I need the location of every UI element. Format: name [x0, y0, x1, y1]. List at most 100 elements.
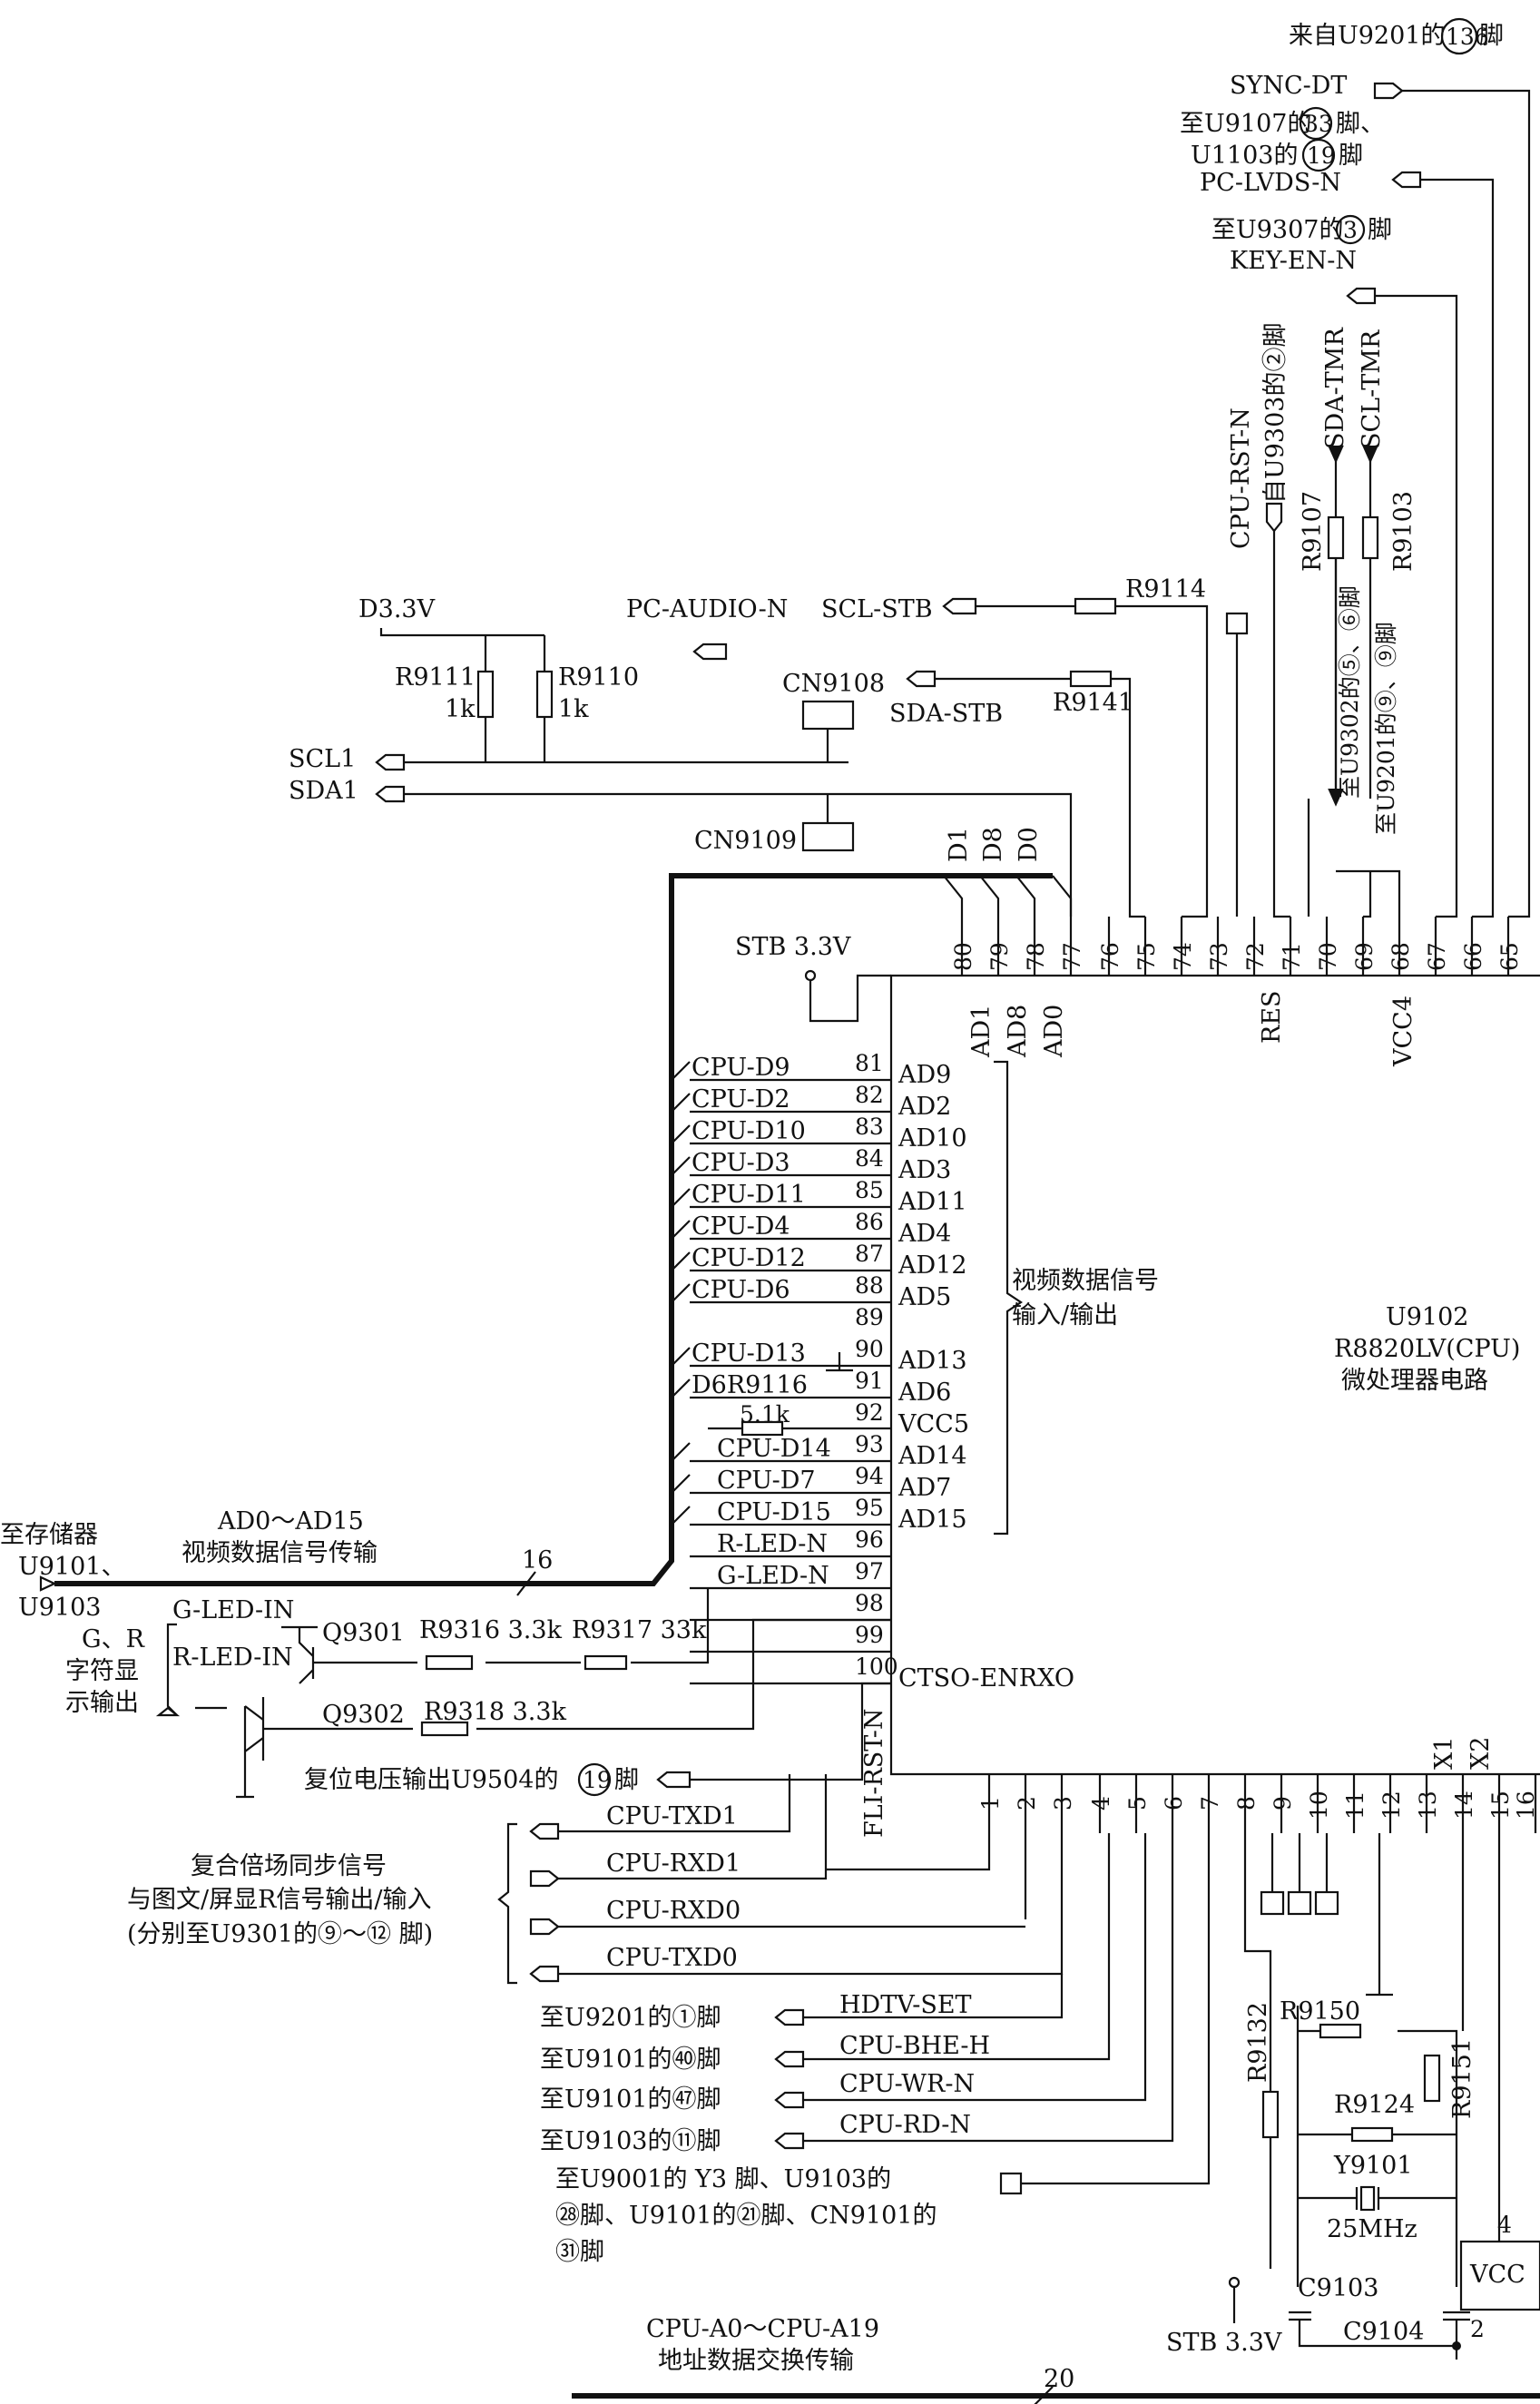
r9151-label: R9151: [1448, 2038, 1476, 2119]
rxd0-label: CPU-RXD0: [606, 1897, 741, 1925]
r9150-label: R9150: [1280, 1997, 1360, 2026]
pc-audio-connector: [692, 643, 728, 661]
left-pin-net: CPU-D12: [692, 1244, 806, 1272]
q9302-label: Q9302: [322, 1701, 405, 1729]
g-led-in-label: G-LED-IN: [172, 1596, 294, 1624]
reset-out-pin: 19: [583, 1767, 612, 1793]
sda1-connector: [375, 785, 406, 803]
to-u9101-57-label: 至U9101的㊼脚: [540, 2085, 721, 2114]
pin-80: 80: [950, 942, 976, 971]
vcc-label: VCC: [1469, 2261, 1525, 2289]
video-data-brace: [994, 1060, 1023, 1536]
serial-brace: [497, 1822, 517, 1985]
gr-arrow: [155, 1706, 181, 1717]
y9101-wires: [1298, 2187, 1457, 2210]
r9316-resistor: [425, 1654, 474, 1671]
bus-label-1: AD0～AD15: [217, 1507, 364, 1536]
key-en-connector: [1346, 287, 1377, 305]
pin-74: 74: [1170, 942, 1196, 971]
scl-stb-label: SCL-STB: [821, 595, 933, 623]
schematic-element: [671, 1124, 691, 1144]
q9301-label: Q9301: [322, 1619, 405, 1647]
bus-label-2: 视频数据信号传输: [181, 1539, 378, 1567]
stb33-bottom-label: STB 3.3V: [1166, 2329, 1282, 2357]
caps: [1289, 2311, 1470, 2360]
r9316-label: R9316 3.3k: [419, 1616, 563, 1644]
r9151-resistor: [1423, 2054, 1441, 2103]
stb33-label: STB 3.3V: [735, 933, 851, 961]
cn9109-block: [801, 821, 855, 852]
schematic-element: [671, 1156, 691, 1176]
scl-stb-connector: [942, 597, 977, 615]
left-pin-name: VCC5: [898, 1410, 969, 1438]
r9317-resistor: [584, 1654, 628, 1671]
pin-name-ad0: AD0: [1040, 1005, 1068, 1058]
test-point-8-wire: [1021, 1833, 1211, 2185]
txd1-label: CPU-TXD1: [606, 1802, 738, 1830]
hdtv-label: HDTV-SET: [839, 1991, 972, 2019]
c9103-label: C9103: [1298, 2274, 1378, 2302]
chip-part: R8820LV(CPU): [1334, 1335, 1520, 1363]
txd1-wire: [558, 1774, 991, 1871]
vcc-pin-2: 2: [1470, 2316, 1485, 2342]
left-pin-name: AD10: [898, 1124, 967, 1153]
r9110-resistor: [535, 670, 554, 719]
sda1-wire: [404, 792, 1073, 917]
schematic-element: [671, 1347, 691, 1367]
to-u9101-40-label: 至U9101的㊵脚: [540, 2046, 721, 2074]
pc-audio-label: PC-AUDIO-N: [626, 595, 788, 623]
schematic-element: [671, 1093, 691, 1113]
from-u9201-suffix: 脚: [1479, 22, 1504, 50]
bpin-14: 14: [1451, 1791, 1477, 1820]
addr-bus-2: 地址数据交换传输: [658, 2347, 854, 2375]
left-pin-net: CPU-D13: [692, 1339, 806, 1368]
scl-tmr-label: SCL-TMR: [1358, 329, 1386, 449]
key-en-label: KEY-EN-N: [1230, 247, 1357, 275]
to-u9201-label: 至U9201的⑨、⑨脚: [1373, 622, 1399, 835]
wr-label: CPU-WR-N: [839, 2070, 975, 2098]
schematic-element: [671, 1220, 691, 1240]
bpin-1: 1: [977, 1796, 1004, 1810]
pin-circle-3: [1335, 214, 1366, 245]
top-pin-numbers: 80 79 78 77 76 75 74 73 72 71 70 69 68 6…: [950, 942, 1523, 971]
r9114-label: R9114: [1125, 575, 1206, 603]
r9141-resistor: [1069, 670, 1113, 688]
pin-circle-136: [1440, 17, 1478, 55]
to-u9307-suffix: 脚: [1368, 216, 1392, 244]
r9132-resistor: [1261, 2090, 1280, 2139]
rxd1-wire: [558, 1774, 1027, 1919]
to-u9107-label: 至U9107的: [1180, 110, 1311, 138]
schematic-element: [671, 1379, 691, 1398]
schematic-element: [671, 1251, 691, 1271]
from-u9303-label: 自U9303的②脚: [1261, 323, 1290, 504]
left-pin-number: 93: [855, 1431, 884, 1457]
bpin-8: 8: [1233, 1796, 1260, 1810]
r9111-resistor: [476, 670, 495, 719]
freq-label: 25MHz: [1327, 2215, 1417, 2243]
sda-stb-wire: [935, 677, 1145, 918]
left-pin-net: CPU-D9: [692, 1054, 790, 1082]
pc-lvds-connector: [1391, 171, 1422, 189]
left-pin-number: 90: [855, 1336, 884, 1362]
schematic-element: [671, 1283, 691, 1303]
rxd1-label: CPU-RXD1: [606, 1850, 741, 1878]
schematic-element: [671, 1188, 691, 1208]
u1103-suffix: 脚: [1339, 142, 1363, 170]
q9302-base-wire: [263, 1618, 891, 1731]
test-point-9: [1260, 1890, 1285, 1916]
d33v-label: D3.3V: [358, 595, 436, 623]
u1103-pin: 19: [1307, 142, 1336, 169]
reset-out-suffix: 脚: [614, 1766, 639, 1794]
left-pin-name: AD13: [898, 1347, 967, 1375]
left-pin-number: 95: [855, 1495, 884, 1521]
d8-label: D8: [979, 827, 1007, 862]
gr-label-3: 示输出: [65, 1689, 139, 1717]
serial-note-2: 与图文/屏显R信号输出/输入: [127, 1886, 432, 1914]
pin-67: 67: [1424, 942, 1450, 971]
cn9109-label: CN9109: [694, 827, 797, 855]
bottom-pin-stubs: [987, 1774, 1537, 1833]
txd1-connector: [529, 1822, 560, 1840]
r9114-resistor: [1074, 597, 1117, 615]
bpin-10: 10: [1306, 1791, 1332, 1820]
